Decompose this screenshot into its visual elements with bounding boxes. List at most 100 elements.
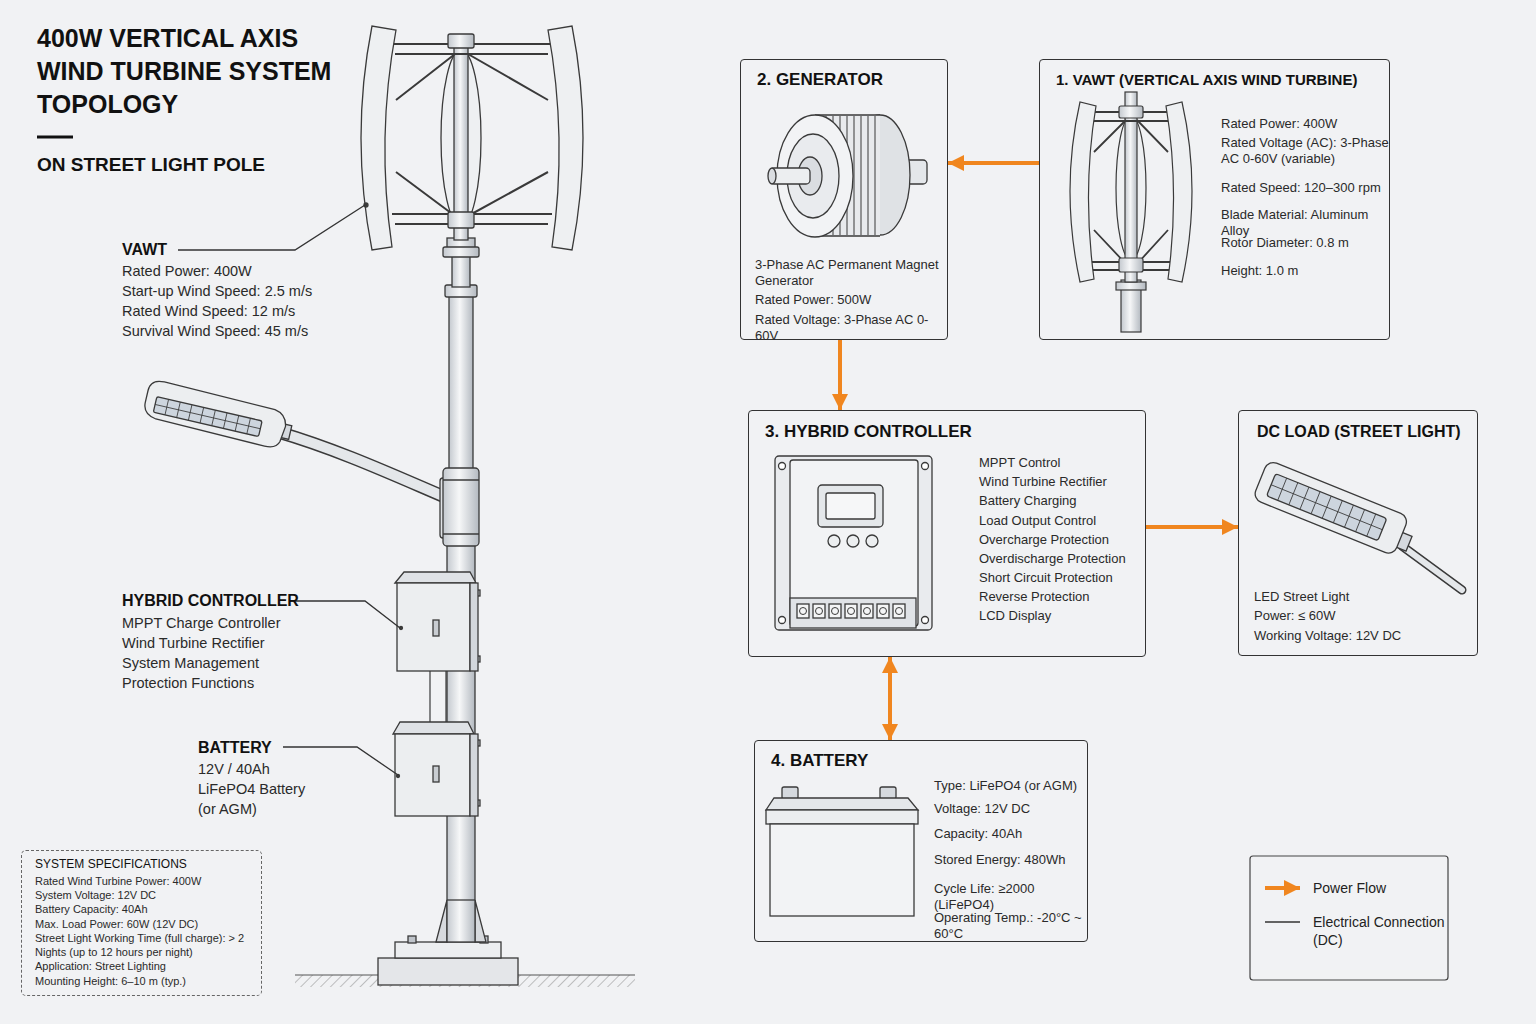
light-arm [278,432,452,500]
component-box: 4. BATTERYType: LiFePO4 (or AGM)Voltage:… [754,740,1088,942]
spec-text: Application: Street Lighting [35,960,257,974]
controller-enclosure [470,583,478,671]
controller-illustration [790,598,916,628]
legend-sample [1265,921,1300,923]
box-heading: 2. GENERATOR [757,69,942,90]
pole [443,533,479,534]
controller-illustration [829,604,841,618]
spec-text: Overdischarge Protection [979,551,1144,567]
box-heading: 1. VAWT (VERTICAL AXIS WIND TURBINE) [1056,71,1386,90]
spec-text: Height: 1.0 m [1221,263,1386,279]
spec-text: System Voltage: 12V DC [35,889,257,903]
controller-illustration [800,608,903,615]
spec-text: LCD Display [979,608,1144,624]
controller-illustration [813,604,825,618]
leader-line [178,205,365,250]
battery-enclosure [393,722,474,734]
lamp-head [153,397,262,437]
vawt-illustration [1070,102,1096,282]
leader-line [283,747,398,775]
light-arm [278,432,452,500]
spec-text: LED Street Light [1254,589,1469,605]
spec-text: Rated Voltage (AC): 3-Phase AC 0-60V (va… [1221,135,1393,168]
spec-text: Working Voltage: 12V DC [1254,628,1469,644]
controller-illustration [797,604,809,618]
controller-illustration [922,463,929,470]
wind-turbine [548,26,583,250]
controller-illustration [779,617,786,624]
box-heading: DC LOAD (STREET LIGHT) [1257,422,1475,442]
vawt-illustration [1116,282,1146,290]
spec-text: Short Circuit Protection [979,570,1144,586]
battery-illustration [770,824,914,916]
spec-text: Cycle Life: ≥2000 (LiFePO4) [934,881,1084,914]
legend-sample [1265,888,1300,922]
spec-box: SYSTEM SPECIFICATIONSRated Wind Turbine … [21,850,262,996]
spec-text: Rated Voltage: 3-Phase AC 0-60V [755,312,945,345]
legend-entry: Power Flow [1313,879,1453,897]
spec-text: Rated Speed: 120–300 rpm [1221,180,1386,196]
callout-text: 12V / 40Ah [198,760,270,778]
controller-illustration [797,604,905,618]
street-light-illustration [1267,474,1387,541]
battery-illustration [782,787,798,799]
controller-illustration [779,463,786,470]
callout-text: MPPT Charge Controller [122,614,281,632]
generator-illustration [815,114,880,115]
controller-illustration [896,608,903,615]
spec-text: Capacity: 40Ah [934,826,1084,842]
controller-illustration [848,608,855,615]
power-flow-arrow [948,161,1039,165]
street-light-illustration [1252,460,1409,556]
callout-text: (or AGM) [198,800,257,818]
vawt-illustration [1119,258,1143,272]
battery-enclosure [470,734,478,816]
component-box: 3. HYBRID CONTROLLERMPPT ControlWind Tur… [748,410,1146,657]
spec-text: Street Light Working Time (full charge):… [35,932,257,960]
generator-illustration [768,168,776,184]
legend-frame [1250,856,1448,980]
controller-illustration [818,485,883,527]
vawt-illustration [1070,92,1192,332]
controller-illustration [877,604,889,618]
spec-text: Battery Capacity: 40Ah [35,903,257,917]
cable [445,671,446,722]
vawt-illustration [1119,106,1143,118]
battery-illustration [766,798,918,810]
spec-text: Rated Power: 400W [1221,116,1393,132]
spec-text: Wind Turbine Rectifier [979,474,1144,490]
controller-enclosure [395,572,476,583]
callout-text: Wind Turbine Rectifier [122,634,265,652]
callout-text: Protection Functions [122,674,254,692]
pole [452,255,470,287]
wind-turbine [454,40,468,240]
wind-turbine [448,34,474,48]
box-heading: 3. HYBRID CONTROLLER [765,421,1135,442]
wind-turbine [361,26,583,250]
controller-illustration [832,608,839,615]
box-heading: 4. BATTERY [771,750,1071,771]
pole-foundation [436,900,447,942]
wind-turbine [361,26,396,250]
pole [443,479,479,480]
controller-illustration [861,604,873,618]
battery-enclosure [433,766,439,782]
controller-enclosure [433,620,439,636]
controller-illustration [826,493,875,519]
callout-text: Start-up Wind Speed: 2.5 m/s [122,282,312,300]
cable [429,671,430,722]
title-underline [37,137,73,138]
battery-enclosure [395,734,470,816]
spec-text: Blade Material: Aluminum Alloy [1221,207,1386,240]
battery-illustration [766,787,918,916]
generator-illustration [768,115,927,237]
spec-text: Rated Wind Turbine Power: 400W [35,875,257,889]
street-light-illustration [1252,460,1462,590]
lamp-head [142,379,295,451]
callout-text: Survival Wind Speed: 45 m/s [122,322,308,340]
controller-illustration [775,456,932,630]
lamp-head [142,379,289,450]
component-box: 2. GENERATOR3-Phase AC Permanent Magnet … [740,59,948,340]
legend-text: Electrical Connection (DC) [1313,914,1445,948]
